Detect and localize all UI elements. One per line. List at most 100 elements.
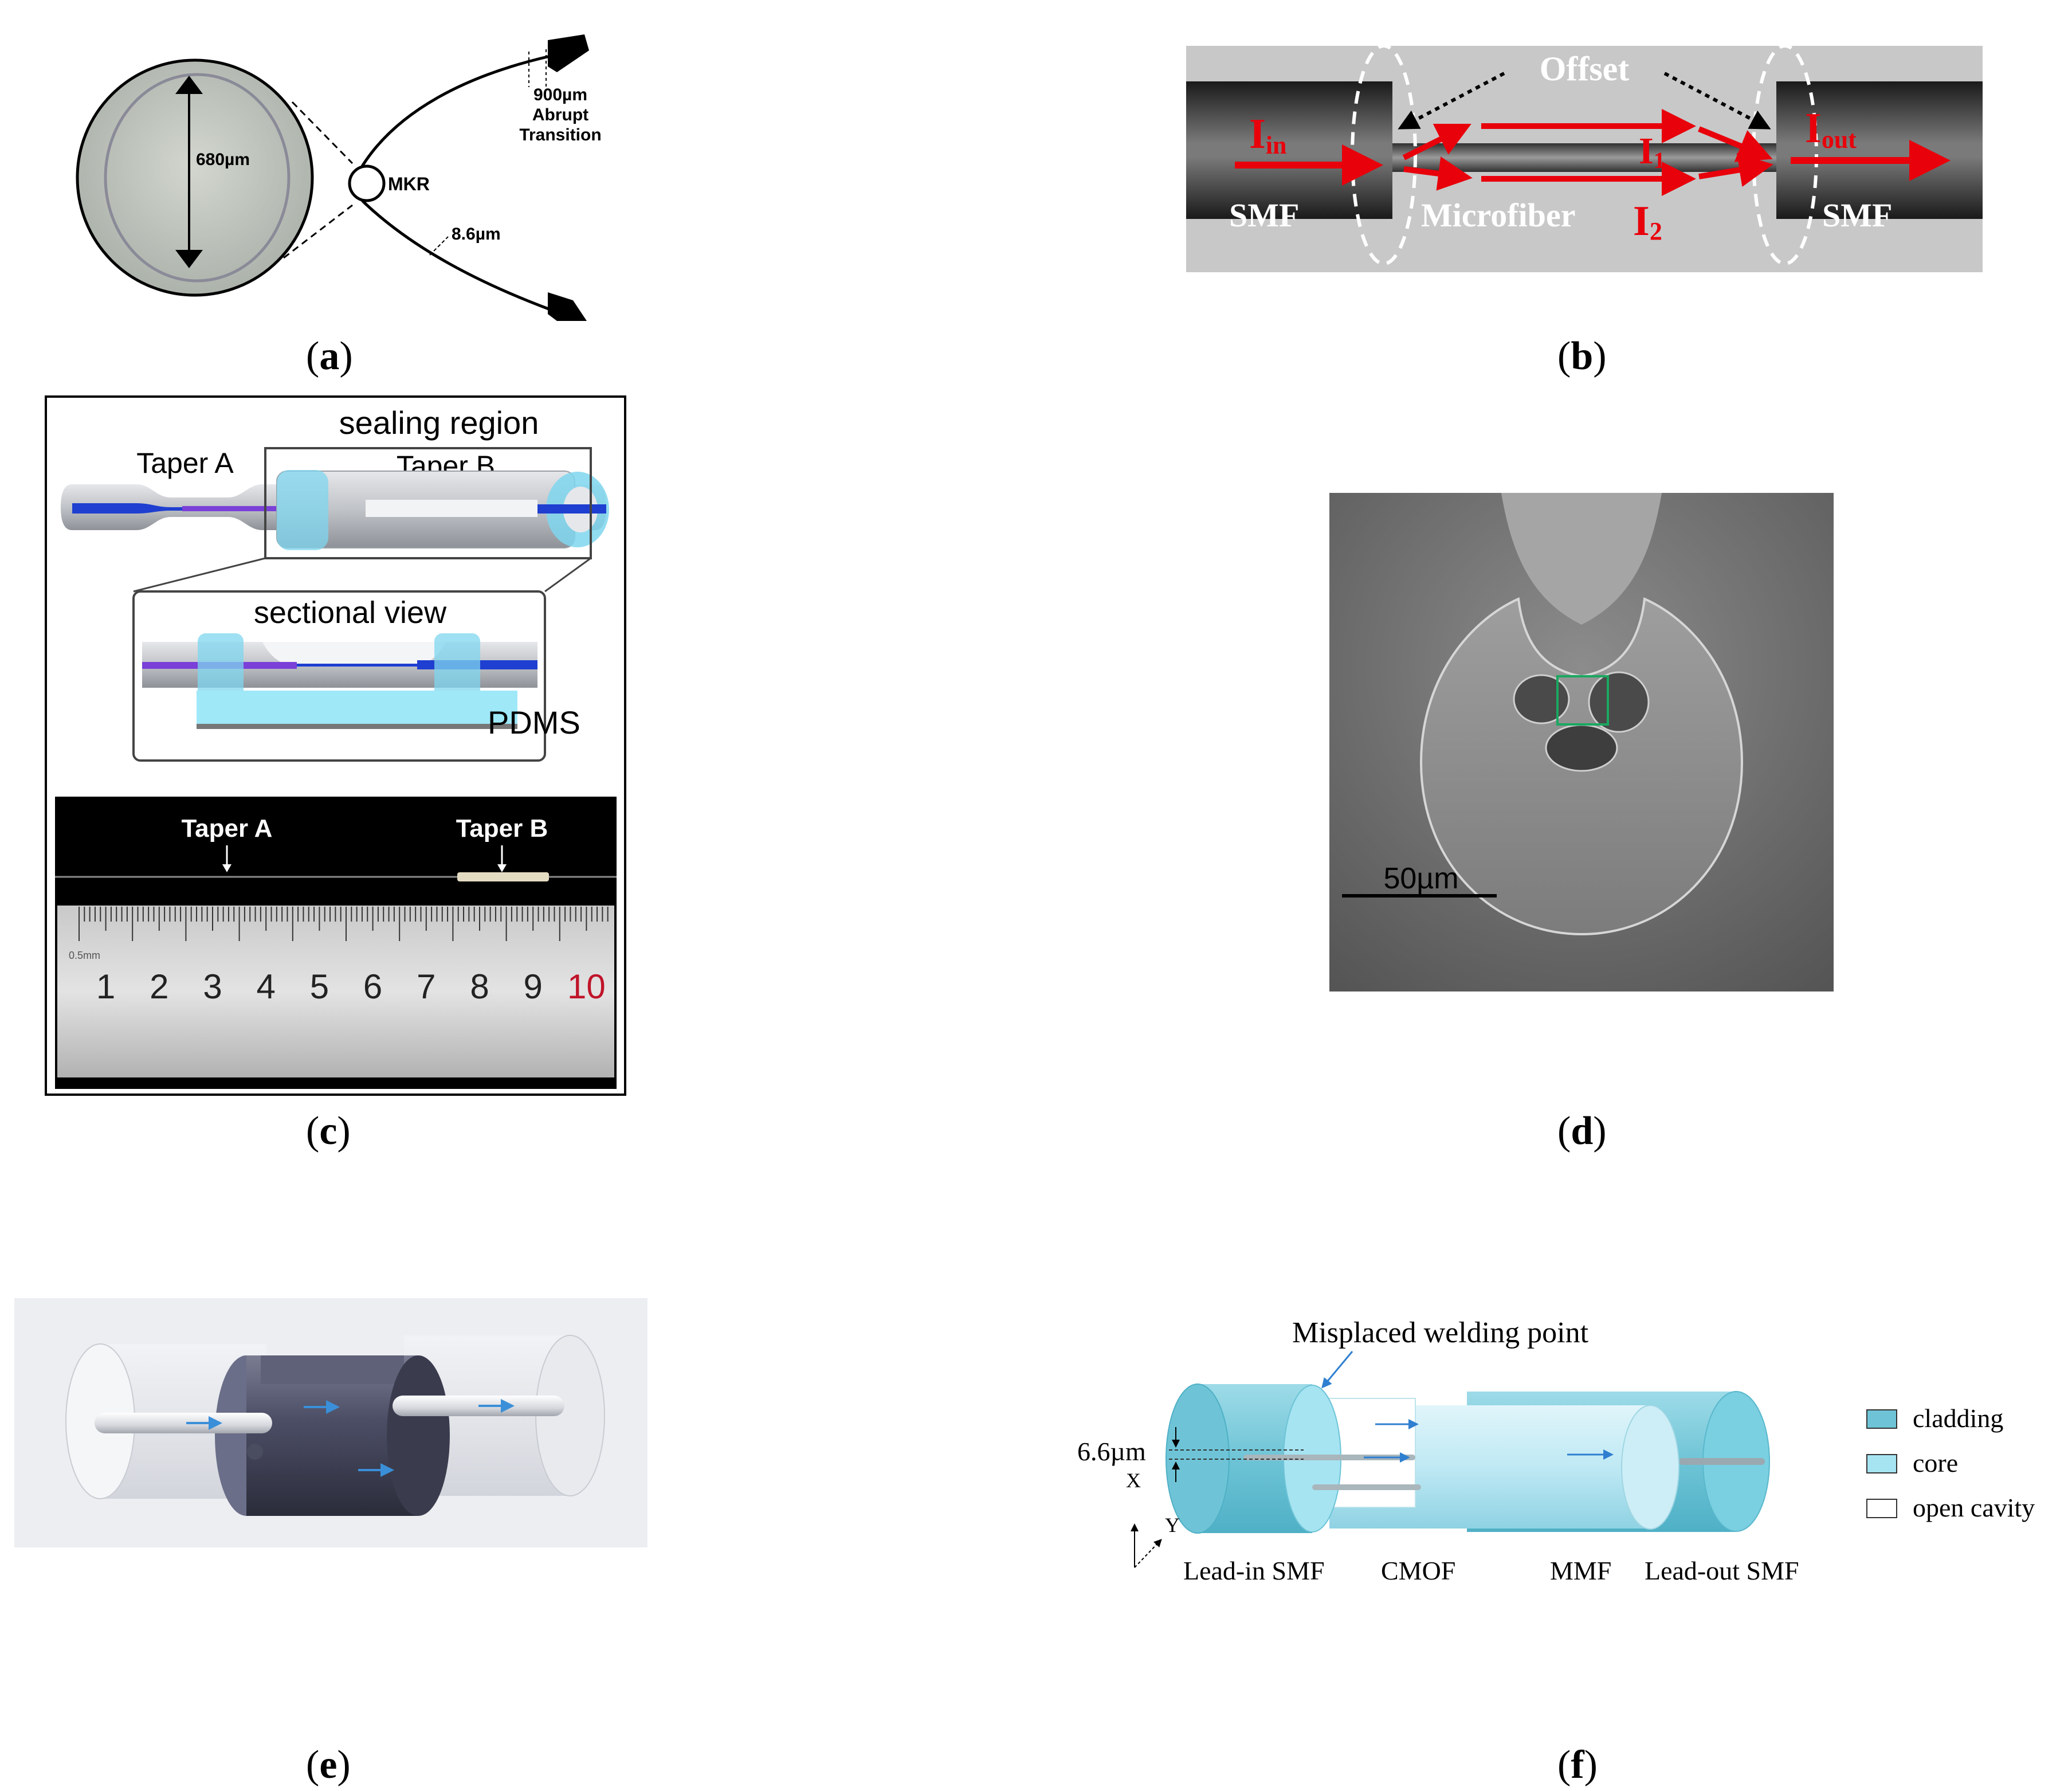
pdms-label: PDMS (488, 704, 580, 740)
lead-out-smf-label: Lead-out SMF (1645, 1556, 1799, 1585)
misplaced-welding-label: Misplaced welding point (1292, 1316, 1589, 1349)
misplaced-pointer (1321, 1351, 1353, 1389)
panel-a: 680µm MKR 900µm Abrupt Transition 8.6µm (69, 23, 642, 321)
legend-label-core: core (1913, 1448, 1958, 1478)
caption-f: (f) (1557, 1743, 1598, 1787)
fiber-core-right (537, 504, 606, 514)
i-out-label: Iout (1805, 105, 1857, 154)
seal-left (277, 470, 328, 550)
legend-swatch-open-cavity (1866, 1499, 1897, 1518)
panel-e (14, 1298, 647, 1547)
tube-inner-channel (366, 500, 537, 517)
offset-pointer-left (1398, 72, 1505, 130)
sectional-view-label: sectional view (254, 595, 447, 630)
core-highlight-box (1556, 675, 1609, 726)
i1-arrow-c (1698, 126, 1773, 162)
microknot-resonator-diagram: 680µm MKR 900µm Abrupt Transition 8.6µm (76, 34, 602, 321)
hole-bottom (1545, 724, 1618, 772)
zoom-line-left (133, 557, 266, 593)
zoom-line-top (291, 101, 354, 164)
smf-right-label: SMF (1822, 197, 1892, 234)
fiber-upper (360, 54, 551, 167)
mmf-end (1621, 1405, 1679, 1530)
caption-d: (d) (1557, 1109, 1607, 1153)
transition-word-2: Transition (519, 126, 601, 144)
cmof-structure-diagram: Misplaced welding point 6.6µm X Y Lead-i… (1077, 1316, 2035, 1585)
open-cavity-notch (261, 1355, 404, 1384)
open-cavity-3d-model (14, 1298, 647, 1547)
i1-arrow-a (1402, 124, 1471, 160)
scale-bar-label: 50µm (1383, 862, 1458, 895)
legend-swatch-cladding (1866, 1409, 1897, 1429)
zoom-line-right (544, 557, 591, 593)
lead-in-rod (95, 1413, 272, 1433)
fiber-end-upper (548, 34, 589, 72)
caption-e: (e) (306, 1743, 351, 1787)
section-cavity (262, 642, 446, 667)
mkr-label: MKR (388, 174, 430, 194)
ruler-number: 9 (524, 967, 543, 1006)
ruler-number: 4 (257, 967, 276, 1006)
i1-label: I1 (1639, 130, 1665, 173)
transition-word-1: Abrupt (532, 105, 588, 124)
photo-sealed-tube (457, 872, 549, 881)
sem-cross-section: 50µm (1329, 493, 1834, 991)
zoom-line-bottom (283, 204, 353, 259)
diameter-label: 680µm (196, 150, 250, 169)
offset-pointer-right (1663, 72, 1771, 130)
legend-label-open-cavity: open cavity (1913, 1493, 2035, 1522)
photo-taper-a-label: Taper A (182, 814, 273, 842)
ruler-number: 2 (150, 967, 168, 1006)
fiber-core-blue (72, 503, 182, 514)
fiber-diameter-label: 8.6µm (452, 225, 501, 244)
caption-b: (b) (1557, 334, 1607, 378)
ruler-number: 6 (363, 967, 382, 1006)
pdms-layer (197, 691, 517, 724)
hole-right (1588, 671, 1650, 733)
fiber-end-lower (548, 292, 587, 321)
section-waist (297, 664, 417, 667)
mkr-ring (348, 164, 386, 202)
panel-f: Misplaced welding point 6.6µm X Y Lead-i… (1077, 1312, 2072, 1599)
ruler-number: 5 (310, 967, 329, 1006)
cmof-label: CMOF (1381, 1556, 1455, 1585)
substrate (197, 724, 517, 729)
fiber-lower (361, 199, 551, 311)
misaligned-port (247, 1444, 263, 1460)
ruler-number: 1 (96, 967, 115, 1006)
legend-label-cladding: cladding (1913, 1404, 2003, 1433)
caption-a: (a) (306, 334, 353, 378)
panel-d: 50µm (1329, 493, 1834, 991)
taper-sensor-figure: sealing region Taper A Taper B sectional… (45, 395, 626, 1096)
hole-left (1513, 674, 1570, 724)
arrow-head-up (175, 76, 203, 94)
ruler-number: 7 (417, 967, 435, 1006)
lead-out-core (1679, 1458, 1765, 1465)
smf-left-label: SMF (1229, 197, 1299, 234)
dark-cylinder-right-face (387, 1355, 450, 1516)
upper-glow (1501, 493, 1662, 625)
photo-arrow-a-head (222, 864, 231, 872)
arrow-head-down (175, 250, 203, 268)
i-in-label: Iin (1249, 111, 1287, 159)
photo-arrow-b-head (497, 864, 507, 872)
microknot-ring-image (104, 73, 291, 283)
axis-x-label: X (1126, 1469, 1141, 1492)
axis-y-label: Y (1165, 1514, 1180, 1537)
taper-a-label: Taper A (136, 447, 234, 479)
ruler-number: 8 (470, 967, 489, 1006)
photo-taper-b-label: Taper B (456, 814, 548, 842)
microfiber-section (1392, 143, 1776, 172)
sealing-region-box (264, 447, 592, 559)
ruler-number: 10 (567, 967, 606, 1006)
offset-splicing-diagram: Offset Iin I1 I2 Iout SMF Microfiber SMF (1186, 46, 1983, 272)
panel-b: Offset Iin I1 I2 Iout SMF Microfiber SMF (1169, 46, 1988, 275)
fiber-diameter-leader (429, 236, 449, 256)
panel-c: sealing region Taper A Taper B sectional… (45, 395, 626, 1096)
offset-label: 6.6µm (1077, 1437, 1146, 1466)
ruler (57, 906, 614, 1077)
offset-label: Offset (1540, 50, 1630, 88)
i2-arrow-c (1698, 152, 1773, 187)
caption-c: (c) (306, 1109, 351, 1153)
